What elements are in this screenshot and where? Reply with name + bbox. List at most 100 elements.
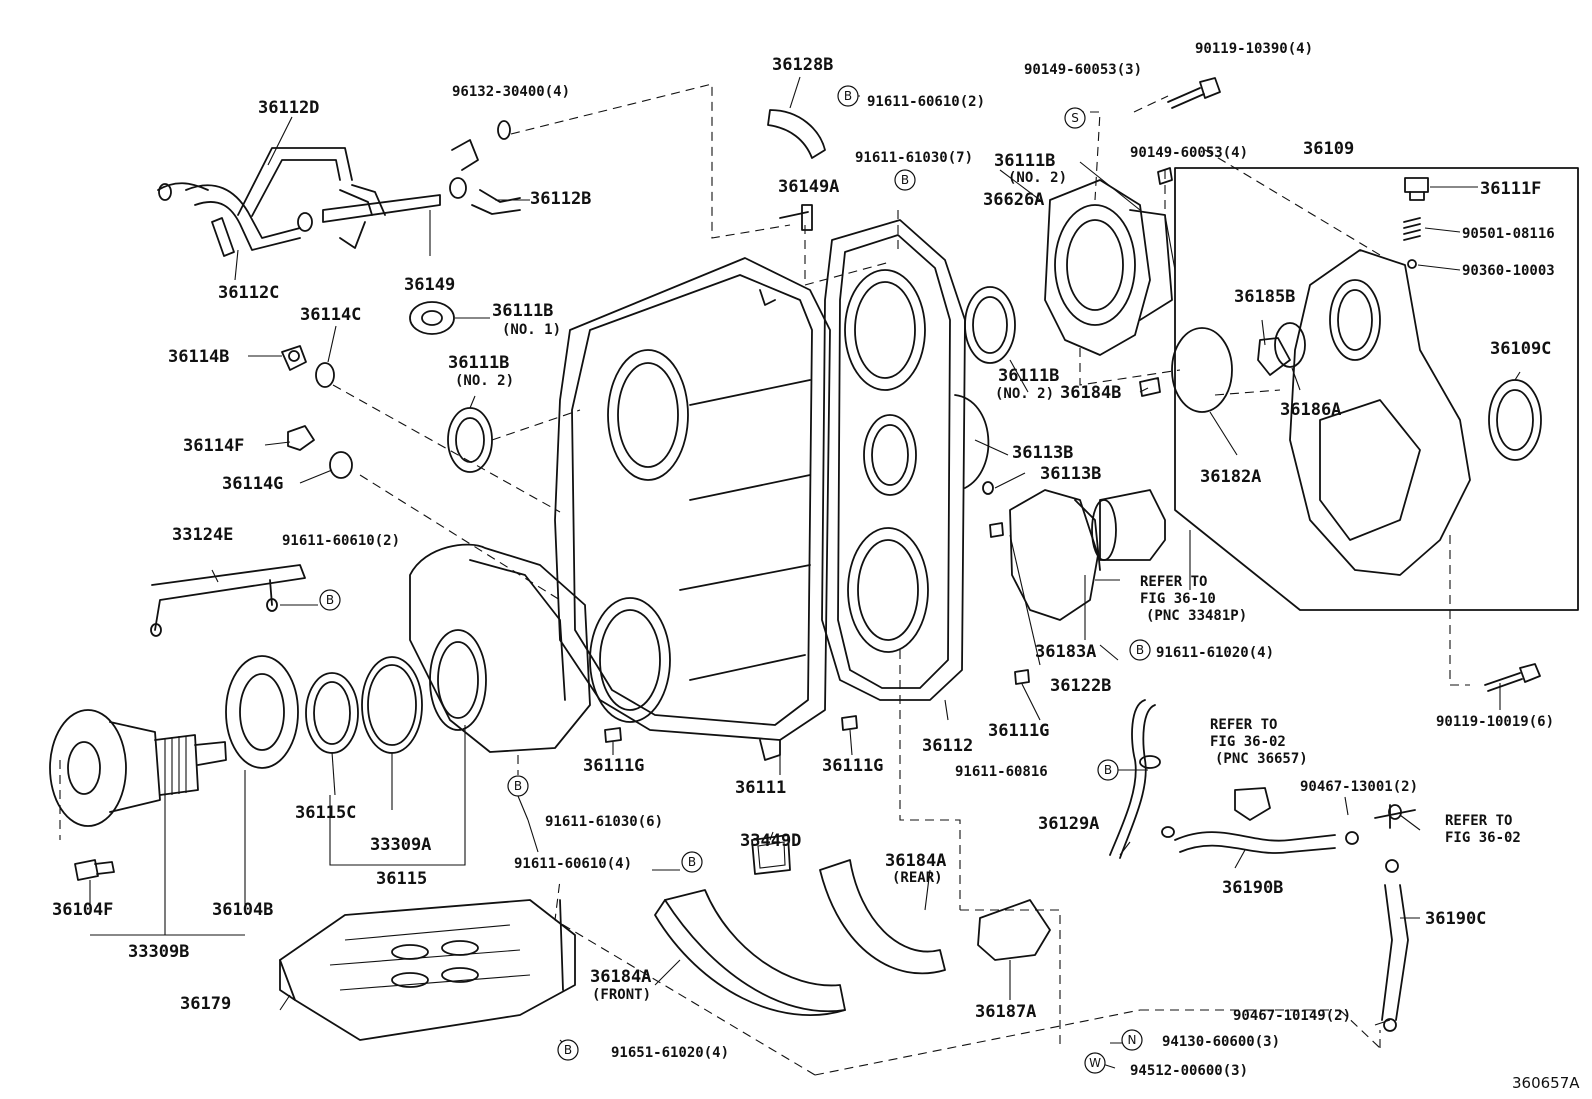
label-90360-10003: 90360-10003 <box>1462 263 1555 279</box>
subassembly-frame-36109 <box>1174 167 1579 611</box>
label-36149A: 36149A <box>778 177 839 197</box>
label-36186A: 36186A <box>1280 400 1341 420</box>
label-36112C: 36112C <box>218 283 279 303</box>
svg-text:B: B <box>688 855 696 869</box>
label-36111G-2: 36111G <box>822 756 883 776</box>
ball-90360-10003 <box>1407 259 1417 269</box>
transfer-case-center-36112 <box>821 219 966 701</box>
hose-36190C <box>1381 859 1409 1032</box>
label-94512-00600: 94512-00600(3) <box>1130 1063 1248 1079</box>
refer-fig-36-02b-line1: REFER TO <box>1445 813 1512 829</box>
callout-s: S <box>1064 107 1086 129</box>
label-33309A: 33309A <box>370 835 431 855</box>
label-90467-13001: 90467-13001(2) <box>1300 779 1418 795</box>
callout-b-61020: B <box>1129 639 1151 661</box>
label-36183A: 36183A <box>1035 642 1096 662</box>
label-91611-61020: 91611-61020(4) <box>1156 645 1274 661</box>
label-36115: 36115 <box>376 869 427 889</box>
label-36184A-rear-sub: (REAR) <box>892 870 943 886</box>
label-36111B-no2-right: 36111B <box>998 366 1059 386</box>
label-36182A: 36182A <box>1200 467 1261 487</box>
label-91611-61030-7: 91611-61030(7) <box>855 150 973 166</box>
label-36184A-front: 36184A <box>590 967 651 987</box>
label-90501-08116: 90501-08116 <box>1462 226 1555 242</box>
refer-to-notes: REFER TO FIG 36-10 (PNC 33481P) REFER TO… <box>1140 574 1521 846</box>
plate-36182A <box>1171 327 1233 413</box>
ring-36115C <box>305 672 359 754</box>
bolt-90119-10019 <box>1484 663 1541 692</box>
label-36184B: 36184B <box>1060 383 1121 403</box>
extension-housing <box>409 543 591 753</box>
svg-text:W: W <box>1089 1056 1101 1070</box>
label-94130-60600: 94130-60600(3) <box>1162 1034 1280 1050</box>
plug-36114B <box>281 345 307 371</box>
label-91611-60610-2-left: 91611-60610(2) <box>282 533 400 549</box>
filter-ref-33481P <box>1091 489 1166 561</box>
drawing-code: 360657A <box>1512 1074 1580 1092</box>
svg-text:B: B <box>1136 643 1144 657</box>
label-96132-30400: 96132-30400(4) <box>452 84 570 100</box>
bolt-36184B <box>1139 377 1161 397</box>
label-91611-60816: 91611-60816 <box>955 764 1048 780</box>
breather-hose-assembly <box>157 120 521 257</box>
snap-ring-33309A <box>361 656 423 754</box>
vent-36149A <box>779 204 813 231</box>
rear-case-36109 <box>1289 249 1471 576</box>
svg-text:B: B <box>901 173 909 187</box>
companion-flange-33309B <box>49 709 227 827</box>
label-36185B: 36185B <box>1234 287 1295 307</box>
oil-seal-36111B-no2-right <box>964 286 1016 364</box>
svg-text:N: N <box>1128 1033 1137 1047</box>
o-ring-36113B-small <box>982 481 994 495</box>
label-36111B-no1: 36111B <box>492 301 553 321</box>
leader-lines <box>89 76 1521 1069</box>
oil-seal-36104B <box>225 655 299 769</box>
label-36111B-no2-top: 36111B <box>994 151 1055 171</box>
bolt-90119-10390 <box>1167 77 1221 109</box>
hose-36190B <box>1161 826 1359 854</box>
svg-text:B: B <box>1104 763 1112 777</box>
gasket-36114G <box>329 451 353 479</box>
cover-36183A <box>1009 489 1101 621</box>
label-36111F: 36111F <box>1480 179 1541 199</box>
callout-letters: B S B B B B B B B N W <box>319 85 1151 1074</box>
label-36187A: 36187A <box>975 1002 1036 1022</box>
label-36111: 36111 <box>735 778 786 798</box>
label-36179: 36179 <box>180 994 231 1014</box>
tube-36129A <box>1109 699 1161 859</box>
refer-fig-36-02a-line1: REFER TO <box>1210 717 1277 733</box>
label-33309B: 33309B <box>128 942 189 962</box>
bolt-90149-60053-4 <box>1157 167 1173 185</box>
callout-w: W <box>1084 1052 1106 1074</box>
label-91611-60610-2-top: 91611-60610(2) <box>867 94 985 110</box>
part-labels: 36112D 96132-30400(4) 36128B 91611-60610… <box>52 41 1555 1079</box>
retainer-36626A <box>1044 179 1173 356</box>
label-90149-60053-3: 90149-60053(3) <box>1024 62 1142 78</box>
refer-fig-36-10-line2: FIG 36-10 <box>1140 591 1216 607</box>
label-91611-61030-6: 91611-61030(6) <box>545 814 663 830</box>
callout-b-61020-skid: B <box>557 1039 579 1061</box>
label-36113B-1: 36113B <box>1012 443 1073 463</box>
label-90149-60053-4: 90149-60053(4) <box>1130 145 1248 161</box>
label-36129A: 36129A <box>1038 814 1099 834</box>
skid-plate-36179 <box>279 899 576 1041</box>
callout-b-top: B <box>837 85 859 107</box>
label-36128B: 36128B <box>772 55 833 75</box>
svg-text:B: B <box>844 89 852 103</box>
label-36184A-rear: 36184A <box>885 851 946 871</box>
label-36184A-front-sub: (FRONT) <box>592 987 651 1003</box>
o-ring-36113B-large <box>954 394 990 489</box>
svg-text:S: S <box>1071 111 1079 125</box>
oil-seal-36109C <box>1488 379 1542 461</box>
plug-36114F <box>287 425 315 451</box>
label-36111G-3: 36111G <box>988 721 1049 741</box>
refer-fig-36-10-line3: (PNC 33481P) <box>1146 608 1247 624</box>
callout-b-bracket: B <box>319 589 341 611</box>
label-36111B-no2-left: 36111B <box>448 353 509 373</box>
vent-plug-ref-36-02 <box>1374 804 1416 829</box>
label-36190B: 36190B <box>1222 878 1283 898</box>
cover-36128B <box>767 109 826 159</box>
label-36104F: 36104F <box>52 900 113 920</box>
label-36114G: 36114G <box>222 474 283 494</box>
